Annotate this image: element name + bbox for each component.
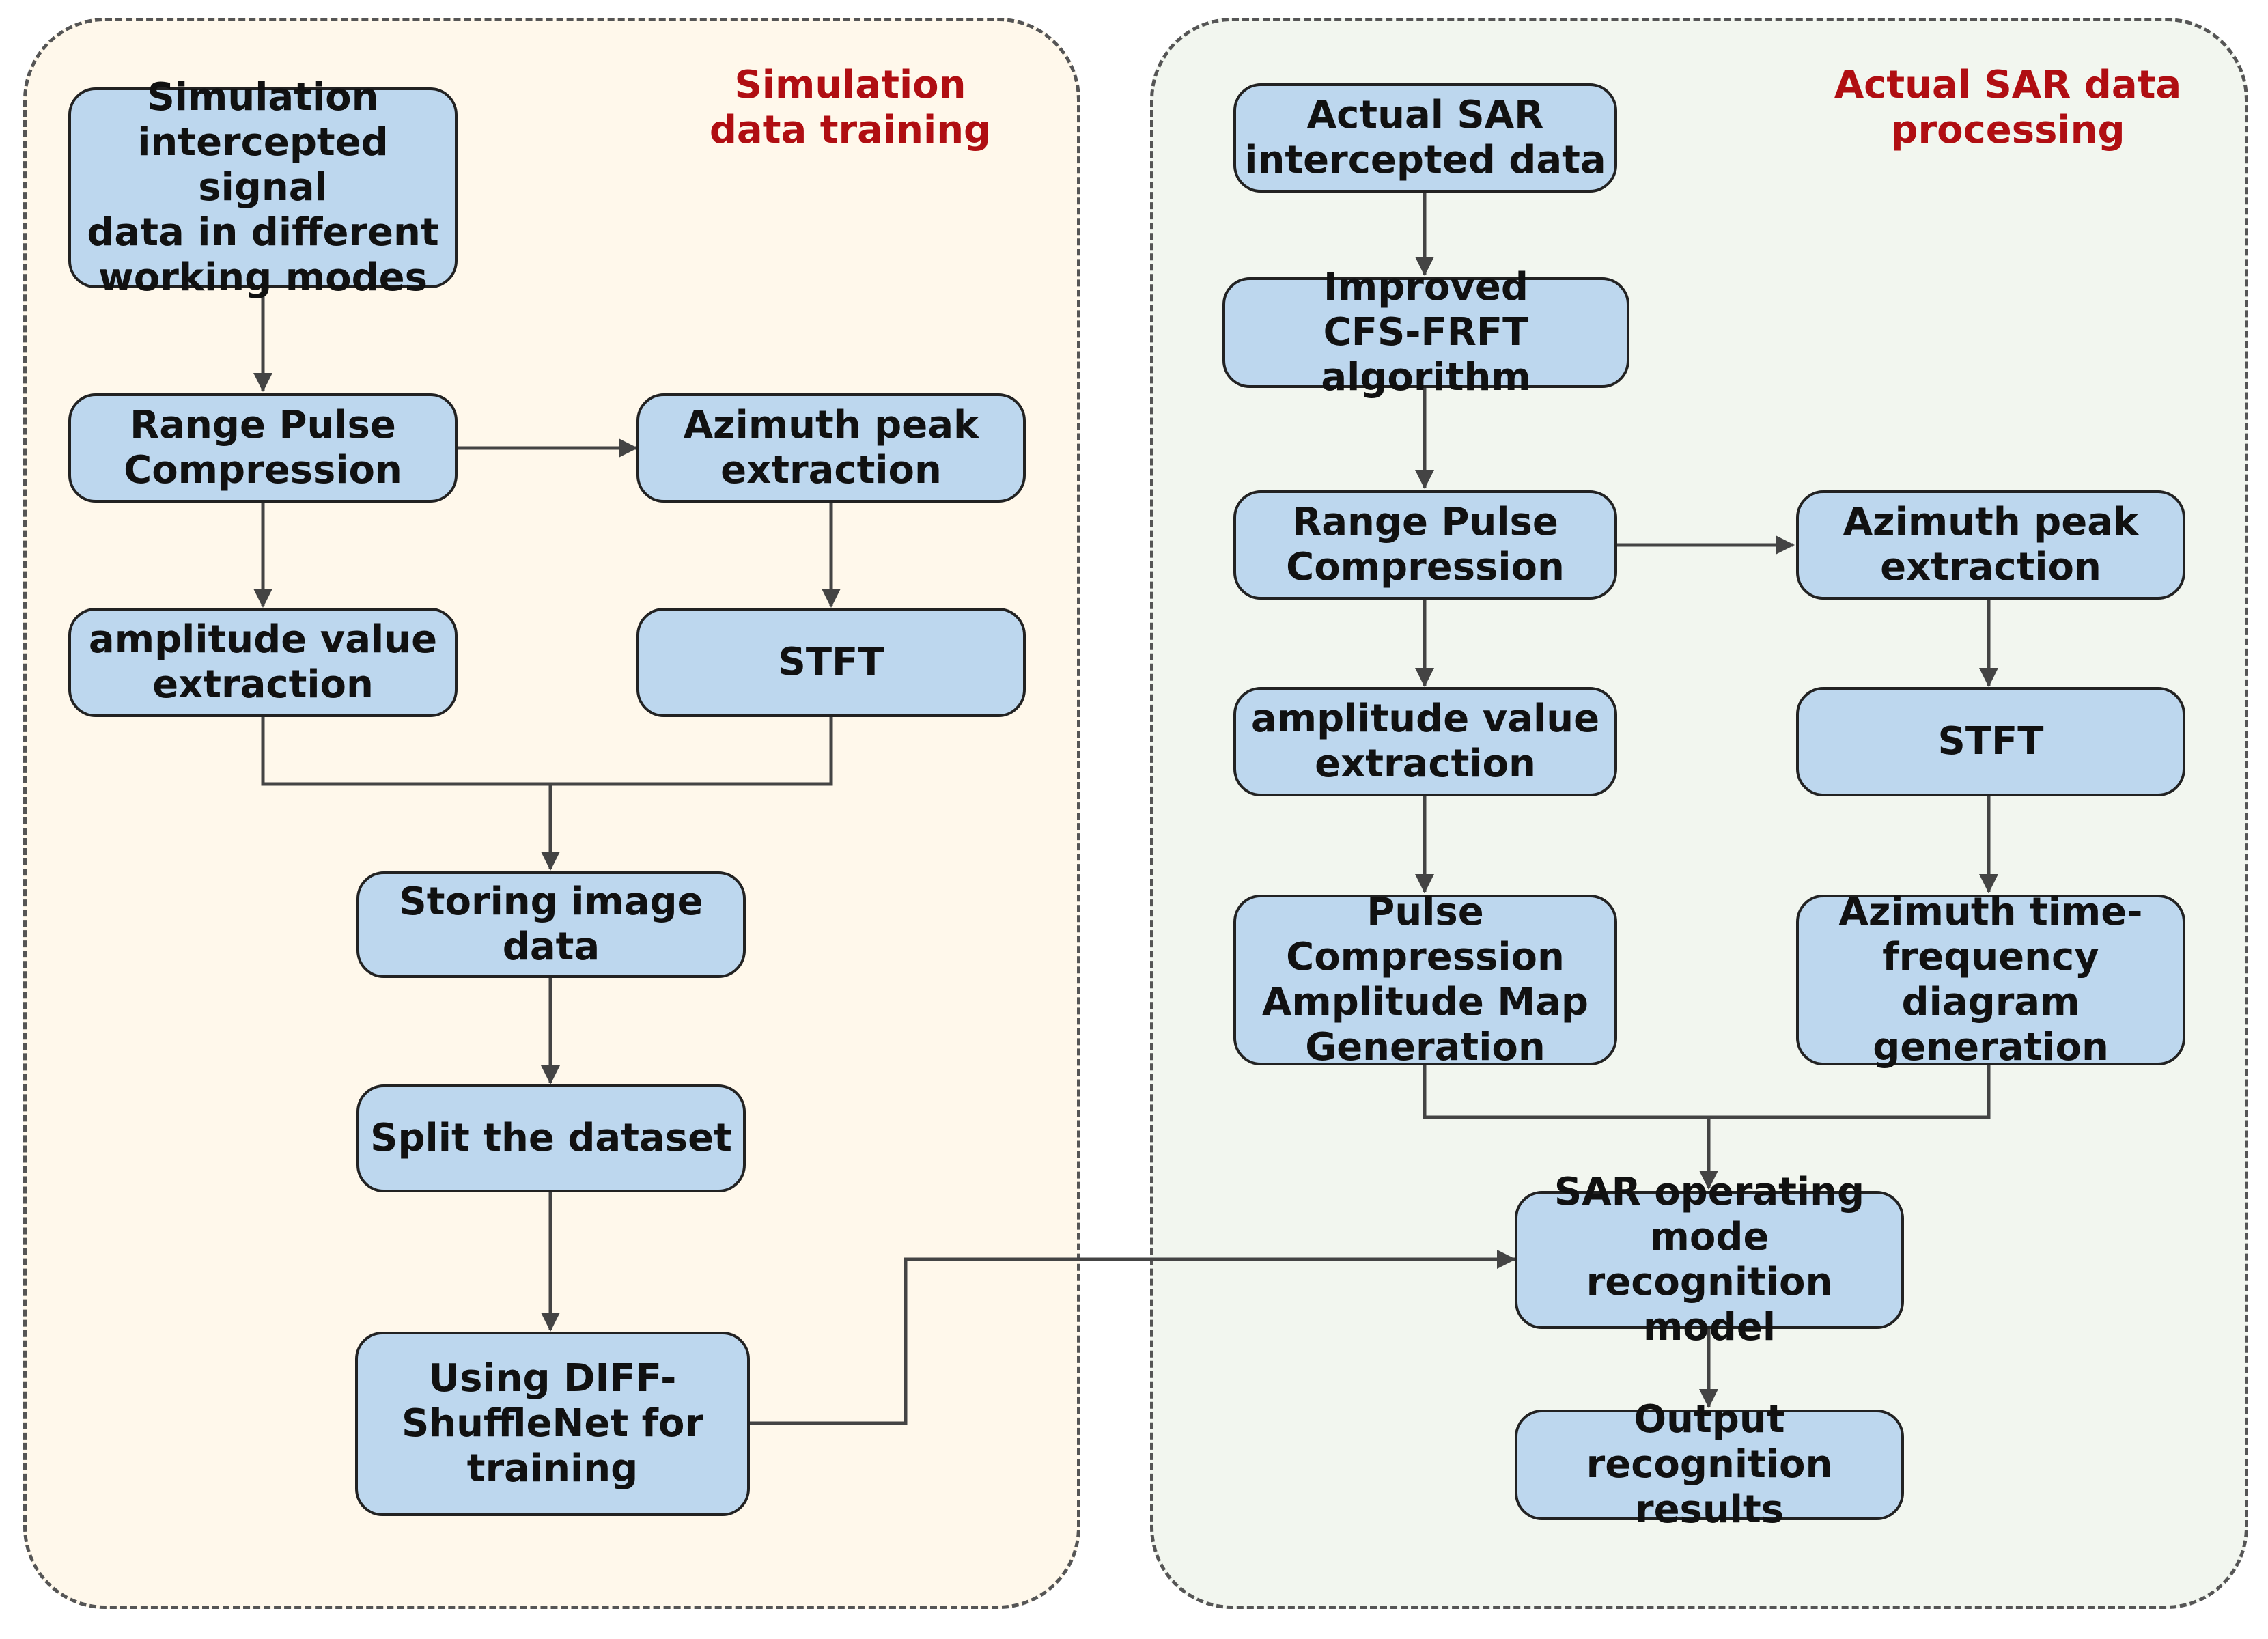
node-time-frequency-diagram: Azimuth time- frequency diagram generati… [1796, 890, 2185, 1069]
node-act-amplitude-extraction: amplitude value extraction [1233, 687, 1617, 796]
node-diff-shufflenet-training: Using DIFF- ShuffleNet for training [355, 1332, 750, 1516]
node-act-range-pulse-compression: Range Pulse Compression [1233, 490, 1617, 600]
node-split-dataset: Split the dataset [356, 1084, 746, 1192]
node-actual-sar-data: Actual SAR intercepted data [1233, 83, 1617, 193]
node-sim-amplitude-extraction: amplitude value extraction [68, 608, 458, 717]
node-output-results: Output recognition results [1515, 1397, 1904, 1532]
node-sar-mode-recognition-model: SAR operating mode recognition model [1515, 1170, 1904, 1349]
node-simulation-data: Simulation intercepted signal data in di… [68, 75, 458, 300]
node-storing-image-data: Storing image data [356, 871, 746, 978]
edge-merge-to-model [1423, 1065, 1991, 1188]
edge-merge-to-storing [261, 717, 833, 869]
node-sim-stft: STFT [636, 608, 1026, 717]
node-act-stft: STFT [1796, 687, 2185, 796]
edge-training-to-model [750, 1250, 1516, 1425]
node-improved-cfs-frft: Improved CFS-FRFT algorithm [1222, 265, 1629, 400]
node-sim-range-pulse-compression: Range Pulse Compression [68, 393, 458, 503]
actual-panel-title: Actual SAR data processing [1834, 63, 2182, 152]
node-amplitude-map-generation: Pulse Compression Amplitude Map Generati… [1233, 890, 1617, 1069]
simulation-panel-title: Simulation data training [709, 63, 992, 152]
node-act-azimuth-peak-extraction: Azimuth peak extraction [1796, 490, 2185, 600]
node-sim-azimuth-peak-extraction: Azimuth peak extraction [636, 393, 1026, 503]
